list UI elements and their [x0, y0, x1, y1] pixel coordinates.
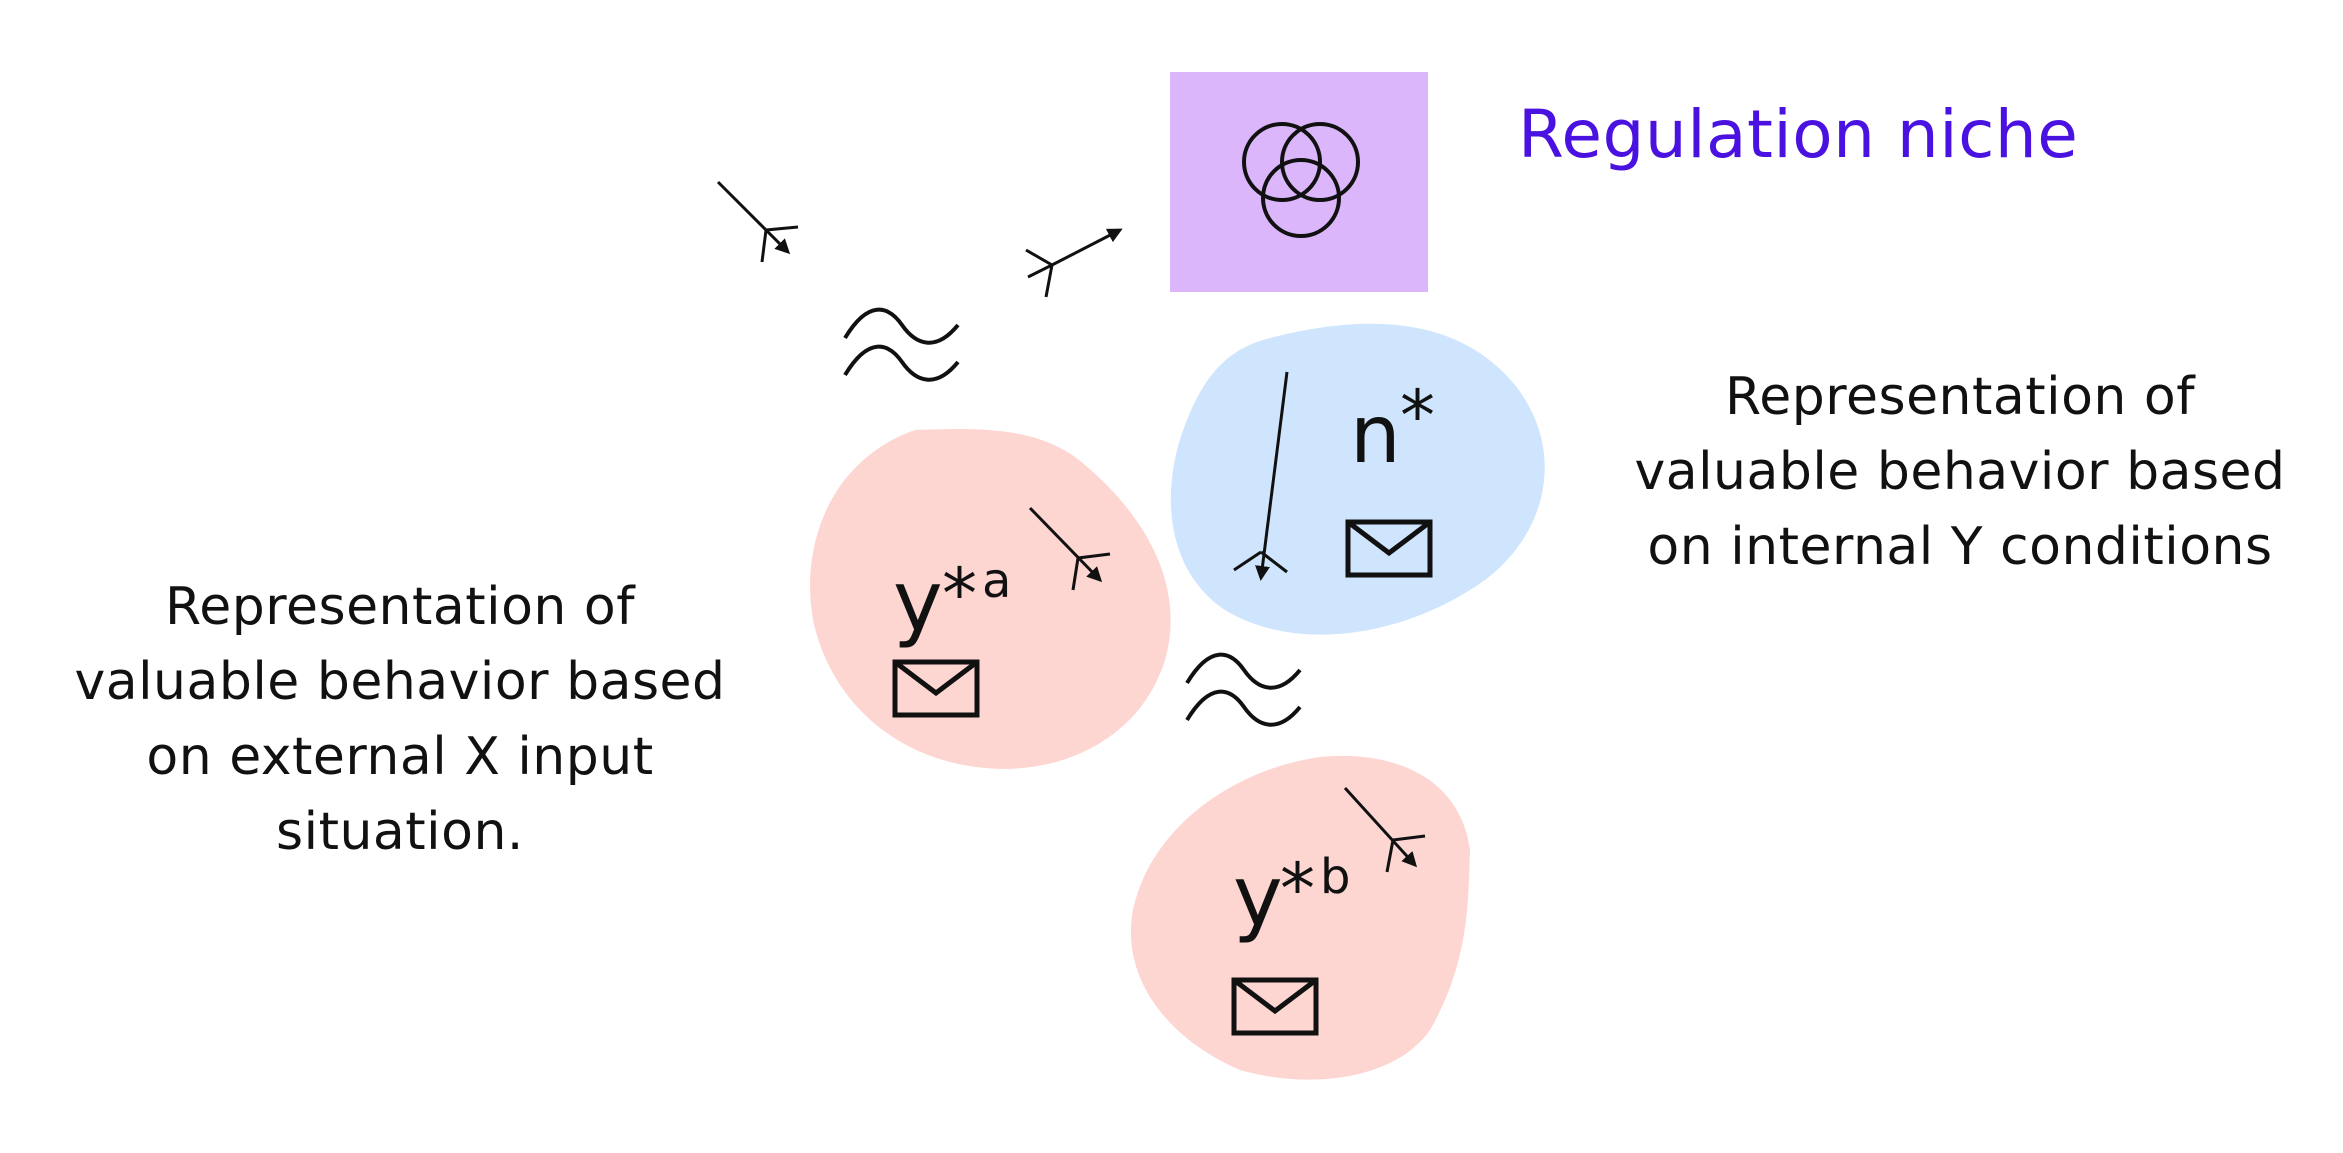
- node-ya: y * a: [892, 506, 1111, 718]
- venn-three-circles-icon: [1242, 122, 1360, 238]
- node-yb-superscript: b: [1320, 849, 1350, 905]
- regulation-niche-title: Regulation niche: [1518, 96, 2079, 173]
- node-n: n *: [1233, 371, 1435, 581]
- caption-line: Representation of: [1724, 367, 2196, 427]
- approx-wave-icon: [1185, 652, 1302, 727]
- caption-line: valuable behavior based: [74, 652, 726, 712]
- caption-line: on external X input: [146, 727, 654, 787]
- caption-external-x: Representation of valuable behavior base…: [20, 570, 780, 870]
- envelope-icon: [892, 659, 980, 718]
- blob-ya: [810, 428, 1171, 769]
- arrow-icon: [1233, 371, 1289, 581]
- envelope-icon: [1345, 519, 1433, 578]
- node-ya-symbol: y: [893, 552, 943, 650]
- node-yb-symbol: y: [1233, 847, 1283, 945]
- node-ya-star: *: [942, 553, 977, 635]
- blob-yb: [1130, 755, 1470, 1080]
- caption-line: Representation of: [164, 577, 636, 637]
- arrow-icon: [1028, 506, 1111, 591]
- caption-line: on internal Y conditions: [1647, 517, 2273, 577]
- node-ya-superscript: a: [982, 553, 1011, 609]
- caption-line: situation.: [276, 802, 524, 862]
- caption-internal-y: Representation of valuable behavior base…: [1590, 360, 2330, 585]
- envelope-icon: [1231, 977, 1319, 1036]
- niche-box: [1170, 72, 1428, 292]
- arrow-icon: [1025, 228, 1123, 298]
- node-n-star: *: [1400, 375, 1435, 457]
- arrow-icon: [1343, 786, 1426, 873]
- node-yb-star: *: [1280, 848, 1315, 930]
- approx-wave-icon: [843, 307, 960, 382]
- arrow-icon: [716, 180, 799, 263]
- caption-line: valuable behavior based: [1634, 442, 2286, 502]
- node-yb: y * b: [1231, 786, 1426, 1036]
- node-n-symbol: n: [1350, 388, 1401, 481]
